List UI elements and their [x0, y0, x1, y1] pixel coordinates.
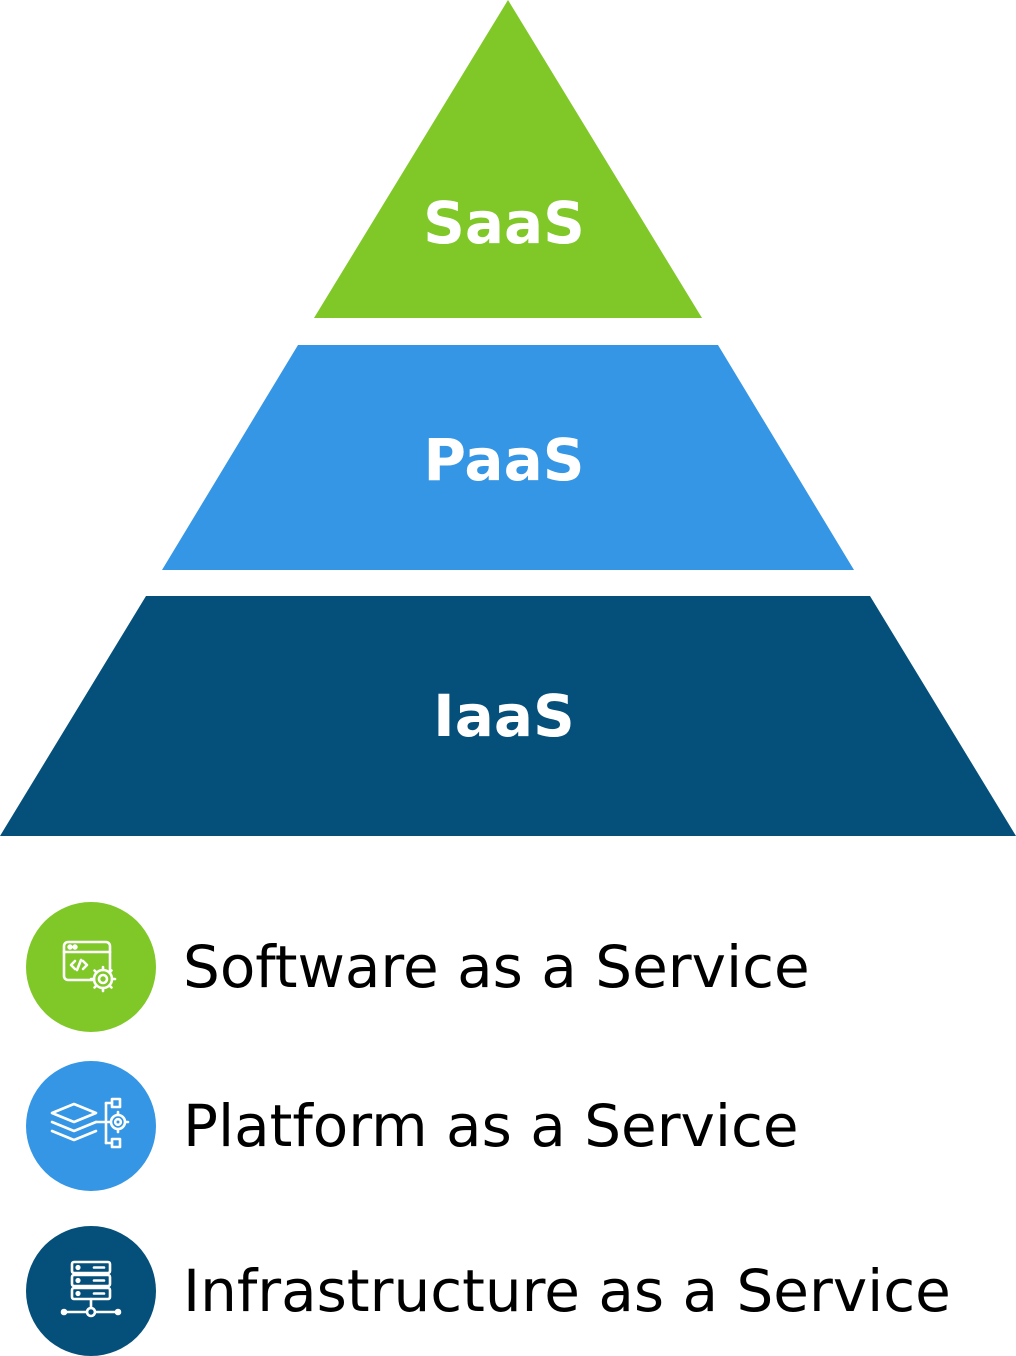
- iaas-icon-badge: [26, 1226, 156, 1356]
- legend-label-saas: Software as a Service: [183, 933, 810, 1001]
- iaas-tier-label: IaaS: [433, 682, 575, 750]
- saas-tier-label: SaaS: [423, 189, 585, 257]
- service-model-pyramid: SaaS PaaS IaaS: [0, 0, 1016, 836]
- layers-network-gear-icon: [50, 1097, 130, 1149]
- saas-icon-badge: [26, 902, 156, 1032]
- iaas-tier: [0, 596, 1016, 836]
- paas-tier-label: PaaS: [423, 426, 584, 494]
- paas-icon-badge: [26, 1061, 156, 1191]
- legend-item-paas: Platform as a Service: [26, 1061, 799, 1191]
- code-window-gear-icon: [62, 940, 117, 993]
- paas-tier: [162, 345, 854, 570]
- saas-tier: [314, 0, 702, 318]
- legend-item-saas: Software as a Service: [26, 902, 810, 1032]
- legend-label-paas: Platform as a Service: [183, 1092, 799, 1160]
- server-network-icon: [60, 1260, 122, 1318]
- legend-label-iaas: Infrastructure as a Service: [183, 1257, 951, 1325]
- legend-item-iaas: Infrastructure as a Service: [26, 1226, 951, 1356]
